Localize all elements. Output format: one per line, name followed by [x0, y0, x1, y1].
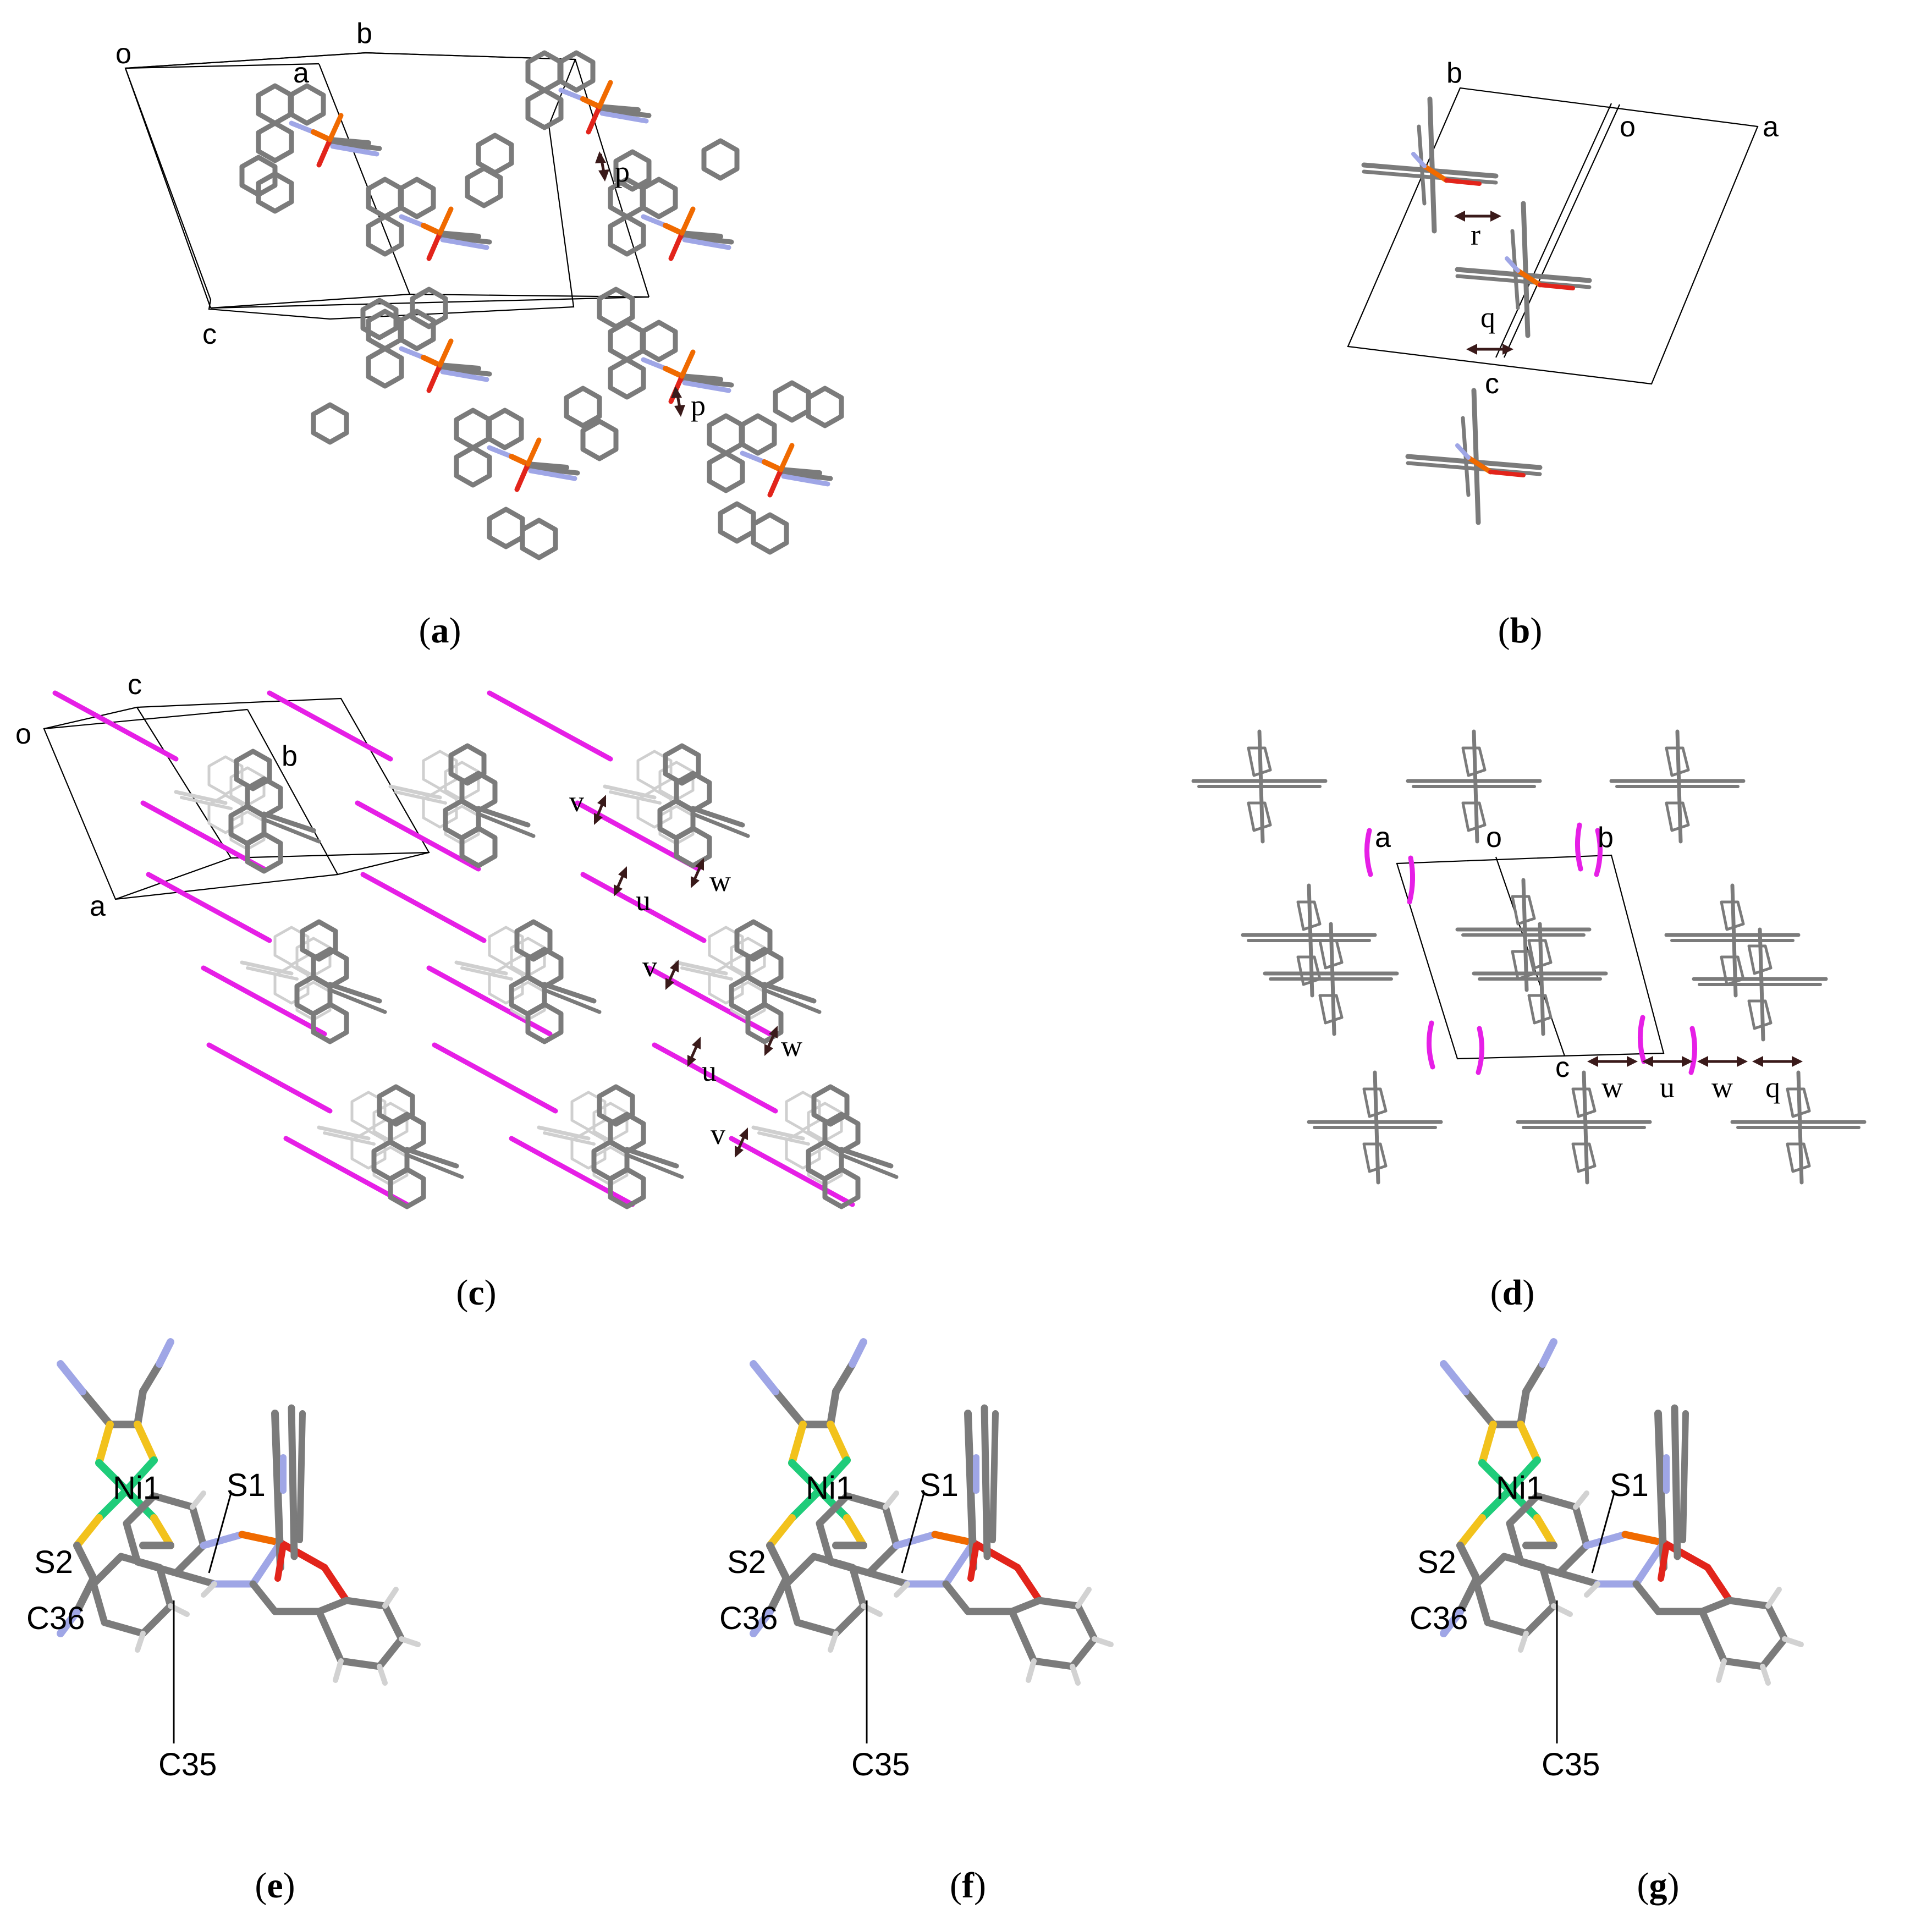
- panel-b: b o a c r q (b): [1347, 57, 1779, 651]
- axis-label-b-1: o: [1620, 111, 1636, 143]
- atom-label-e-0: Ni1: [113, 1470, 161, 1506]
- unit-cell-c: [43, 697, 430, 900]
- contact-label-d-1: u: [1660, 1071, 1675, 1104]
- atom-label-e-4: C35: [158, 1747, 217, 1783]
- axis-label-d-3: c: [1555, 1052, 1570, 1083]
- axis-label-b-3: c: [1485, 368, 1499, 400]
- molecule-f: [753, 1342, 1111, 1683]
- contact-label-b-0: r: [1471, 218, 1480, 251]
- contact-arrow-r: [1454, 211, 1501, 222]
- contact-arrow-w-1: [690, 858, 704, 888]
- axis-label-b-2: a: [1763, 111, 1779, 143]
- atom-label-g-4: C35: [1542, 1747, 1600, 1783]
- atom-label-e-1: S1: [227, 1467, 266, 1503]
- contact-arrow-u-2: [687, 1037, 701, 1067]
- caption-b: (b): [1498, 610, 1543, 651]
- caption-g-letter: g: [1649, 1866, 1667, 1906]
- axis-label-a-2: a: [293, 57, 309, 89]
- axis-label-b-0: b: [1446, 57, 1462, 89]
- caption-d: (d): [1490, 1273, 1535, 1313]
- contact-label-c-3: v: [642, 950, 657, 983]
- caption-a-letter: a: [431, 610, 449, 651]
- atom-label-f-3: C36: [719, 1600, 778, 1636]
- contact-label-d-3: q: [1765, 1071, 1780, 1104]
- caption-b-letter: b: [1510, 610, 1531, 651]
- unit-cell-b: [1347, 87, 1759, 385]
- atom-label-f-1: S1: [920, 1467, 959, 1503]
- contact-label-c-1: u: [636, 884, 651, 917]
- panel-a: o b a c p p (a): [115, 18, 841, 651]
- contact-label-c-4: u: [702, 1054, 717, 1087]
- contact-label-d-2: w: [1711, 1071, 1733, 1104]
- contact-arrow-q-b: [1466, 344, 1513, 355]
- atom-label-f-0: Ni1: [806, 1470, 854, 1506]
- contact-arrow-v-1: [593, 795, 607, 825]
- contact-arrow-p-1: [595, 151, 609, 181]
- contact-arrow-p-2: [671, 386, 685, 417]
- contact-label-c-0: v: [569, 785, 584, 818]
- molecule-g: [1444, 1342, 1801, 1683]
- caption-f-letter: f: [962, 1866, 975, 1906]
- axis-label-d-2: b: [1598, 822, 1614, 854]
- axis-label-c-2: b: [282, 740, 298, 772]
- atom-label-e-2: S2: [34, 1544, 73, 1580]
- caption-e: (e): [255, 1866, 295, 1906]
- atom-label-f-2: S2: [727, 1544, 766, 1580]
- magenta-anion-layers-d: [1364, 822, 1697, 1075]
- atom-label-f-4: C35: [851, 1747, 910, 1783]
- contact-arrow-w-2: [764, 1026, 778, 1056]
- caption-c: (c): [456, 1273, 496, 1313]
- contact-label-c-5: w: [781, 1030, 802, 1063]
- contact-label-c-6: v: [711, 1118, 725, 1151]
- contact-arrow-v-2: [665, 960, 679, 990]
- caption-c-letter: c: [468, 1273, 484, 1313]
- caption-g: (g): [1637, 1866, 1680, 1906]
- axis-label-a-0: o: [115, 38, 131, 70]
- molecule-e: [60, 1342, 418, 1683]
- molecule-group-d: [1193, 731, 1864, 1182]
- panel-g: Ni1 S1 S2 C36 C35 (g): [1410, 1342, 1801, 1906]
- axis-label-c-1: o: [15, 718, 31, 750]
- contact-label-d-0: w: [1601, 1071, 1623, 1104]
- caption-f: (f): [950, 1866, 986, 1906]
- atom-label-g-0: Ni1: [1496, 1470, 1544, 1506]
- axis-label-c-3: a: [90, 890, 106, 922]
- contact-arrows-d: [1587, 1056, 1803, 1067]
- axis-label-d-1: o: [1486, 822, 1502, 854]
- atom-label-e-3: C36: [26, 1600, 85, 1636]
- caption-e-letter: e: [267, 1866, 283, 1906]
- axis-label-a-1: b: [356, 18, 372, 49]
- panel-e: Ni1 S1 S2 C36 C35 (e): [26, 1342, 418, 1906]
- contact-label-c-2: w: [709, 865, 731, 898]
- contact-arrow-u-1: [613, 866, 628, 896]
- axis-label-d-0: a: [1375, 822, 1391, 854]
- panel-f: Ni1 S1 S2 C36 C35 (f): [719, 1342, 1111, 1906]
- panel-c: c o b a v u w v: [15, 669, 896, 1313]
- axis-label-a-3: c: [202, 318, 217, 350]
- atom-label-g-3: C36: [1410, 1600, 1468, 1636]
- atom-label-g-1: S1: [1610, 1467, 1649, 1503]
- contact-label-a-0: p: [615, 155, 630, 188]
- contact-arrow-v-3: [734, 1127, 748, 1158]
- contact-label-a-1: p: [691, 389, 706, 422]
- caption-d-letter: d: [1502, 1273, 1523, 1313]
- contact-label-b-1: q: [1480, 301, 1495, 334]
- caption-a: (a): [419, 610, 461, 651]
- panel-d: a o b c w u w q (d): [1193, 731, 1864, 1313]
- molecule-group-b: [1364, 99, 1589, 522]
- axis-label-c-0: c: [128, 669, 142, 701]
- atom-label-g-2: S2: [1417, 1544, 1456, 1580]
